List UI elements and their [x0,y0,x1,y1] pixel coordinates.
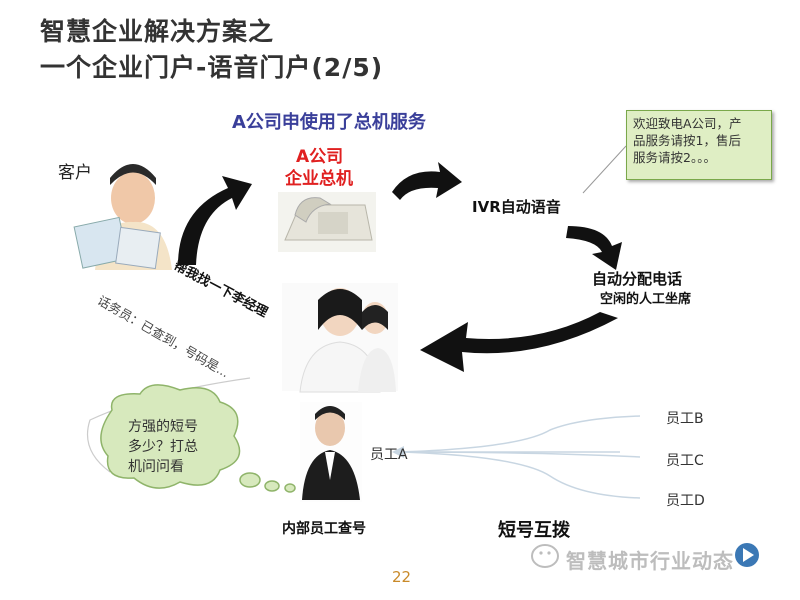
fan-arrowhead [392,446,404,458]
page-title-line1: 智慧企业解决方案之 [40,17,275,46]
ivr-note-line2: 品服务请按1，售后 [633,133,741,148]
employee-a-label: 员工A [370,447,408,463]
page-number: 22 [392,568,412,586]
employee-c-label: 员工C [666,453,704,469]
wechat-icon [531,544,559,568]
employee-b-label: 员工B [666,411,704,427]
ivr-note-line1: 欢迎致电A公司，产 [633,116,742,131]
arrow-assign-to-agents [420,312,618,372]
customer-person-icon [73,164,172,270]
watermark-text: 智慧城市行业动态 [566,549,734,573]
diagram-subtitle: A公司申使用了总机服务 [232,112,426,133]
internal-employee-icon [300,402,362,502]
internal-lookup-label: 内部员工查号 [282,521,366,537]
call-center-agents-icon [282,283,398,393]
arrow-customer-to-switchboard [178,176,252,265]
auto-assign-label: 自动分配电话 [592,270,683,288]
reply-curve [86,377,251,473]
thought-line1: 方强的短号 [128,419,198,435]
customer-label: 客户 [58,163,92,183]
ivr-label: IVR自动语音 [472,198,561,216]
play-icon [735,543,759,567]
employee-d-label: 员工D [666,493,705,509]
short-dial-fan-lines [399,415,641,499]
switchboard-label-company: A公司 [296,147,344,167]
thought-bubble-cloud [100,384,296,493]
short-dial-label: 短号互拨 [498,520,570,541]
arrow-ivr-to-assign [566,226,622,270]
ivr-note-connector [582,145,627,194]
arrow-switchboard-to-ivr [392,162,462,200]
ivr-greeting-note: 欢迎致电A公司，产 品服务请按1，售后 服务请按2。。。 [626,110,772,180]
idle-agent-label: 空闲的人工坐席 [600,292,692,307]
switchboard-phone-icon [278,192,376,252]
thought-line2: 多少？打总 [128,439,198,455]
page-title-line2: 一个企业门户-语音门户(2/5) [40,53,384,82]
switchboard-label-name: 企业总机 [285,169,353,189]
ivr-note-line3: 服务请按2。。。 [633,150,716,165]
thought-bubble-text: 方强的短号 多少？打总 机问问看 [128,417,218,477]
thought-line3: 机问问看 [128,459,184,475]
